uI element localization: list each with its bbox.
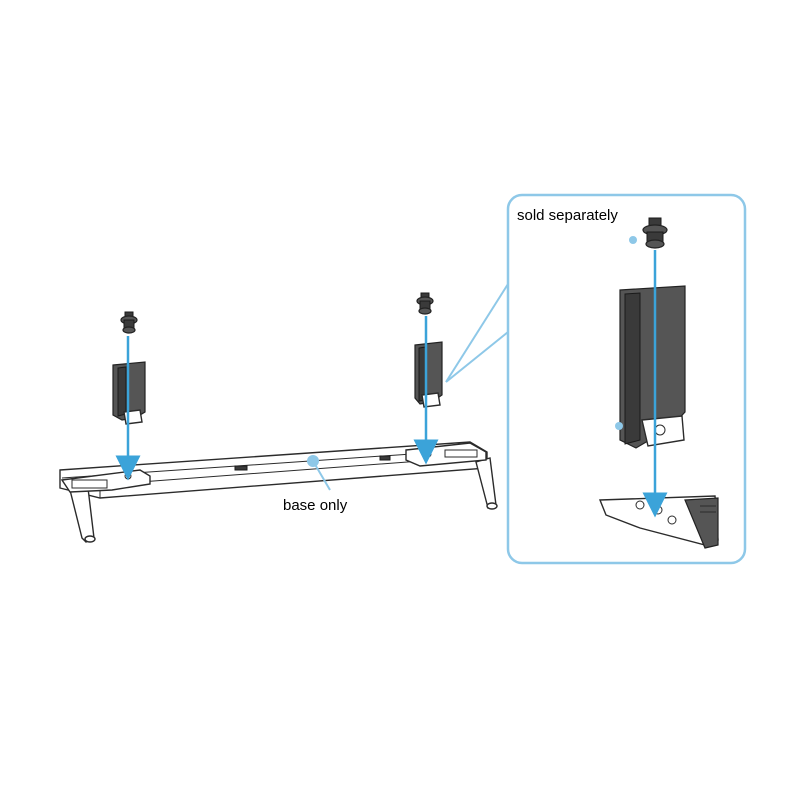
inset-bracket-icon xyxy=(619,285,686,449)
base-only-callout: base only xyxy=(283,455,348,514)
sold-separately-label: sold separately xyxy=(517,207,618,224)
left-screw-icon xyxy=(120,311,138,334)
inset-callout: sold separately xyxy=(445,193,747,565)
tv-base-stand xyxy=(59,441,498,543)
right-bracket-icon xyxy=(414,341,443,408)
right-screw-icon xyxy=(416,292,434,315)
base-only-label: base only xyxy=(283,497,348,514)
inset-screw-icon xyxy=(642,217,668,249)
